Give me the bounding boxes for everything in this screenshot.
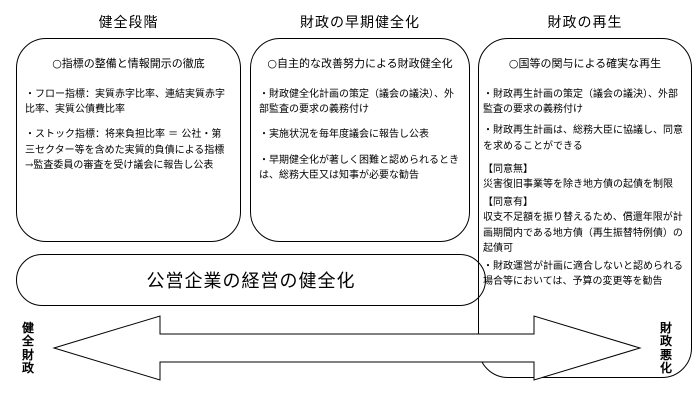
box-healthy-body: ・フロー指標：実質赤字比率、連結実質赤字比率、実質公債費比率 ・ストック指標：将…: [25, 87, 230, 173]
public-enterprise-box: 公営企業の経営の健全化: [16, 254, 486, 306]
agree-none-text: 災害復旧事業等を除き地方債の起債を制限: [483, 178, 673, 190]
recovery-plan-item: ・財政健全化計画の策定（議会の議決）、外部監査の要求の義務付け: [259, 89, 454, 116]
arrow-shape: [52, 315, 642, 381]
column-title-rebuilding: 財政の再生: [547, 15, 623, 31]
stock-indicator-item: ・ストック指標：将来負担比率 ＝ 公社・第三セクター等を含めた実質的負債による指…: [25, 129, 225, 171]
box-early-recovery-body: ・財政健全化計画の策定（議会の議決）、外部監査の要求の義務付け ・実施状況を毎年…: [259, 87, 461, 183]
column-title-healthy: 健全段階: [98, 15, 159, 31]
flow-indicator-item: ・フロー指標：実質赤字比率、連結実質赤字比率、実質公債費比率: [25, 89, 225, 116]
rebuilding-plan-item: ・財政再生計画の策定（議会の議決）、外部監査の要求の義務付け: [483, 89, 678, 116]
box-early-recovery: ○自主的な改善努力による財政健全化 ・財政健全化計画の策定（議会の議決）、外部監…: [250, 38, 470, 242]
box-rebuilding: ○国等の関与による確実な再生 ・財政再生計画の策定（議会の議決）、外部監査の要求…: [478, 38, 692, 378]
recommendation-item: ・早期健全化が著しく困難と認められるときは、総務大臣又は知事が必要な勧告: [259, 154, 459, 181]
box-rebuilding-body: ・財政再生計画の策定（議会の議決）、外部監査の要求の義務付け ・財政再生計画は、…: [483, 87, 687, 289]
column-title-early-recovery: 財政の早期健全化: [300, 15, 420, 31]
label-healthy-finance: 健全財政: [21, 321, 34, 376]
agree-yes-text: 収支不足額を振り替えるため、償還年限が計画期間内である地方債（再生振替特例債）の…: [483, 212, 683, 254]
box-early-recovery-heading: ○自主的な改善努力による財政健全化: [267, 57, 453, 70]
agree-none-label: 【同意無】: [483, 163, 533, 175]
budget-change-item: ・財政運営が計画に適合しないと認められる場合等においては、予算の変更等を勧告: [483, 260, 683, 288]
box-rebuilding-heading: ○国等の関与による確実な再生: [508, 57, 662, 70]
annual-report-item: ・実施状況を毎年度議会に報告し公表: [259, 129, 429, 141]
minister-consult-item: ・財政再生計画は、総務大臣に協議し、同意を求めることができる: [483, 125, 683, 152]
agree-yes-label: 【同意有】: [483, 197, 533, 209]
label-deteriorated-finance: 財政悪化: [659, 321, 672, 376]
public-enterprise-label: 公営企業の経営の健全化: [146, 271, 356, 292]
box-healthy-stage: ○指標の整備と情報開示の徹底 ・フロー指標：実質赤字比率、連結実質赤字比率、実質…: [16, 38, 241, 242]
box-healthy-heading: ○指標の整備と情報開示の徹底: [52, 57, 205, 70]
